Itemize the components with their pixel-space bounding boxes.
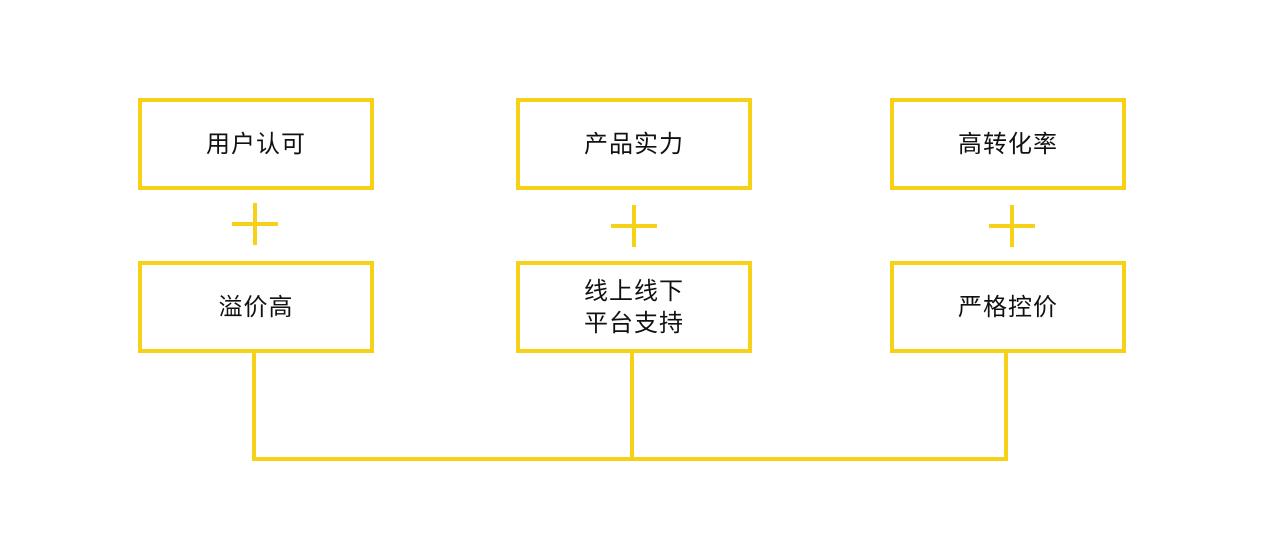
box-label: 线上线下 平台支持 xyxy=(584,277,684,337)
connector-line-left xyxy=(252,353,256,461)
box-label: 严格控价 xyxy=(958,293,1058,321)
box-label: 溢价高 xyxy=(218,293,294,321)
connector-line-right xyxy=(1004,353,1008,461)
plus-icon-vertical xyxy=(632,205,636,247)
plus-icon xyxy=(989,205,1035,247)
box-price-control: 严格控价 xyxy=(890,261,1126,353)
box-high-conversion: 高转化率 xyxy=(890,98,1126,190)
plus-icon xyxy=(232,203,278,245)
plus-icon-vertical xyxy=(1010,205,1014,247)
plus-icon-vertical xyxy=(253,203,257,245)
connector-line-center xyxy=(630,353,634,461)
box-label: 高转化率 xyxy=(958,130,1058,158)
connector-line-bottom xyxy=(252,457,1008,461)
plus-icon xyxy=(611,205,657,247)
box-platform-support: 线上线下 平台支持 xyxy=(516,261,752,353)
box-user-recognition: 用户认可 xyxy=(138,98,374,190)
box-premium-price: 溢价高 xyxy=(138,261,374,353)
box-label: 产品实力 xyxy=(584,130,684,158)
box-product-strength: 产品实力 xyxy=(516,98,752,190)
box-label: 用户认可 xyxy=(206,130,306,158)
